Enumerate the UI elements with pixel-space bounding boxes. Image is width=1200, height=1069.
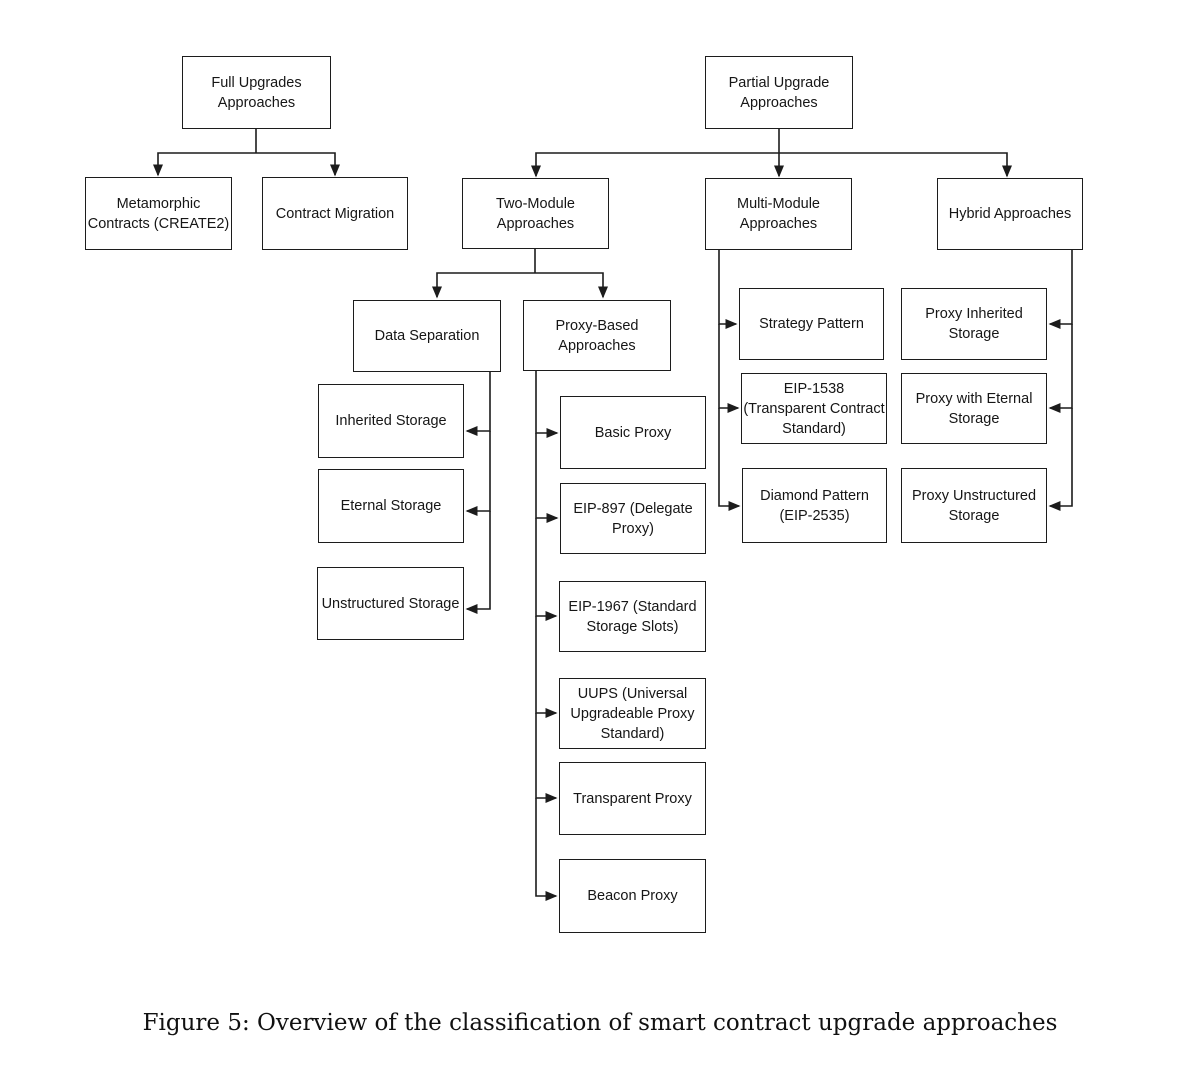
node-diamond-pattern: Diamond Pattern (EIP-2535) bbox=[742, 468, 887, 543]
edge-hybrid-to-proxy-inherited bbox=[1048, 250, 1073, 329]
node-proxy-unstructured-storage: Proxy Unstructured Storage bbox=[901, 468, 1047, 543]
node-eternal-storage: Eternal Storage bbox=[318, 469, 464, 543]
node-label: Contract Migration bbox=[275, 205, 395, 222]
node-label: Metamorphic Contracts (CREATE2) bbox=[87, 195, 230, 232]
edge-proxybased-to-eip897 bbox=[535, 433, 559, 523]
edge-datasep-to-inherited bbox=[465, 372, 491, 436]
figure-caption: Figure 5: Overview of the classification… bbox=[142, 1010, 1058, 1036]
edge-two-to-data-separation bbox=[432, 272, 535, 299]
node-basic-proxy: Basic Proxy bbox=[560, 396, 706, 469]
node-label: Diamond Pattern (EIP-2535) bbox=[760, 487, 869, 524]
node-label: Full Upgrades Approaches bbox=[211, 74, 302, 111]
node-label: Basic Proxy bbox=[594, 424, 672, 441]
node-unstructured-storage: Unstructured Storage bbox=[317, 567, 464, 640]
node-metamorphic-contracts: Metamorphic Contracts (CREATE2) bbox=[85, 177, 232, 250]
edge-multi-to-eip1538 bbox=[718, 324, 740, 413]
node-proxy-based: Proxy-Based Approaches bbox=[523, 300, 671, 371]
node-label: EIP-897 (Delegate Proxy) bbox=[573, 500, 693, 537]
node-transparent-proxy: Transparent Proxy bbox=[559, 762, 706, 835]
node-label: Strategy Pattern bbox=[759, 316, 864, 332]
node-label: Data Separation bbox=[374, 328, 480, 344]
edge-datasep-to-unstructured bbox=[465, 511, 491, 614]
node-label: Partial Upgrade Approaches bbox=[728, 74, 830, 111]
edge-proxybased-to-eip1967 bbox=[535, 518, 558, 621]
node-label: Transparent Proxy bbox=[573, 790, 692, 807]
node-hybrid: Hybrid Approaches bbox=[937, 178, 1083, 250]
node-label: Unstructured Storage bbox=[321, 595, 460, 612]
edge-proxybased-to-basic bbox=[535, 371, 559, 438]
edge-hybrid-to-proxy-eternal bbox=[1048, 324, 1073, 413]
node-proxy-eternal-storage: Proxy with Eternal Storage bbox=[901, 373, 1047, 444]
node-label: Proxy Inherited Storage bbox=[925, 306, 1023, 342]
node-partial-upgrade: Partial Upgrade Approaches bbox=[705, 56, 853, 129]
node-label: Multi-Module Approaches bbox=[737, 196, 820, 232]
edge-full-to-metamorphic bbox=[153, 152, 256, 177]
edge-proxybased-to-uups bbox=[535, 616, 558, 718]
node-strategy-pattern: Strategy Pattern bbox=[739, 288, 884, 360]
node-data-separation: Data Separation bbox=[353, 300, 501, 372]
node-label: EIP-1538 (Transparent Contract Standard) bbox=[743, 380, 885, 437]
edge-multi-to-strategy bbox=[718, 250, 738, 329]
node-eip-897: EIP-897 (Delegate Proxy) bbox=[560, 483, 706, 554]
node-label: EIP-1967 (Standard Storage Slots) bbox=[568, 598, 697, 635]
node-uups: UUPS (Universal Upgradeable Proxy Standa… bbox=[559, 678, 706, 749]
node-label: Two-Module Approaches bbox=[496, 195, 575, 232]
edge-proxybased-to-beacon bbox=[535, 798, 558, 901]
node-label: UUPS (Universal Upgradeable Proxy Standa… bbox=[570, 685, 695, 742]
node-proxy-inherited-storage: Proxy Inherited Storage bbox=[901, 288, 1047, 360]
node-label: Beacon Proxy bbox=[587, 888, 678, 904]
node-label: Proxy with Eternal Storage bbox=[915, 390, 1033, 427]
node-two-module: Two-Module Approaches bbox=[462, 178, 609, 249]
node-label: Proxy-Based Approaches bbox=[555, 317, 639, 354]
edge-datasep-to-eternal bbox=[465, 431, 491, 516]
node-full-upgrades: Full Upgrades Approaches bbox=[182, 56, 331, 129]
node-label: Proxy Unstructured Storage bbox=[911, 487, 1037, 524]
edge-two-to-proxy-based bbox=[535, 272, 608, 299]
node-contract-migration: Contract Migration bbox=[262, 177, 408, 250]
node-inherited-storage: Inherited Storage bbox=[318, 384, 464, 458]
edge-multi-to-diamond bbox=[718, 408, 741, 511]
node-eip-1538: EIP-1538 (Transparent Contract Standard) bbox=[741, 373, 887, 444]
edge-proxybased-to-transparent bbox=[535, 713, 558, 803]
node-beacon-proxy: Beacon Proxy bbox=[559, 859, 706, 933]
edge-hybrid-to-proxy-unstructured bbox=[1048, 408, 1073, 511]
node-multi-module: Multi-Module Approaches bbox=[705, 178, 852, 250]
node-eip-1967: EIP-1967 (Standard Storage Slots) bbox=[559, 581, 706, 652]
edge-partial-to-hybrid bbox=[779, 152, 1012, 178]
edge-full-to-migration bbox=[256, 152, 340, 177]
node-label: Inherited Storage bbox=[335, 413, 447, 429]
edge-partial-to-two-module bbox=[531, 152, 779, 178]
node-label: Hybrid Approaches bbox=[948, 206, 1072, 222]
node-label: Eternal Storage bbox=[340, 498, 442, 514]
